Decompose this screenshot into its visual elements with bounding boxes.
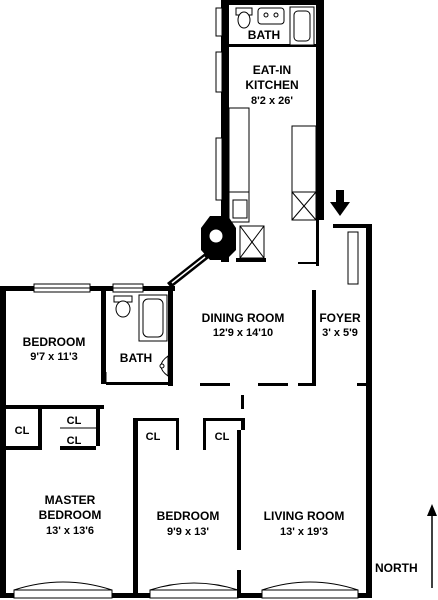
north-label: NORTH — [375, 561, 418, 575]
kitchen-walls — [221, 0, 324, 262]
kitchen-dims: 8'2 x 26' — [251, 95, 293, 107]
dining-label: DINING ROOM — [202, 311, 285, 325]
middle-bath-fixtures — [113, 294, 169, 377]
bedroom-nw-label: BEDROOM — [23, 335, 86, 349]
kitchen-label-line2: KITCHEN — [245, 78, 298, 92]
kitchen-windows — [215, 7, 223, 201]
south-windows — [13, 581, 359, 599]
foyer-dims: 3' x 5'9 — [322, 327, 358, 339]
living-dims: 13' x 19'3 — [280, 526, 328, 538]
interior-walls — [6, 236, 366, 598]
room-labels: BATH EAT-IN KITCHEN 8'2 x 26' DINING ROO… — [15, 28, 418, 575]
living-label: LIVING ROOM — [264, 509, 345, 523]
closet-label-4: CL — [146, 431, 161, 443]
bedroom-nw-dims: 9'7 x 11'3 — [30, 351, 77, 363]
master-label-line1: MASTER — [45, 493, 96, 507]
bathtub-icon — [138, 294, 168, 342]
foyer-label: FOYER — [319, 311, 361, 325]
closet-label-5: CL — [215, 431, 230, 443]
dining-dims: 12'9 x 14'10 — [213, 327, 273, 339]
closet-label-3: CL — [67, 435, 82, 447]
master-label-line2: BEDROOM — [39, 508, 102, 522]
fireplace-icon — [201, 216, 266, 262]
sink-icon — [159, 355, 169, 377]
stove-icon — [291, 191, 317, 221]
foyer-window — [347, 231, 359, 285]
bedroom-s-dims: 9'9 x 13' — [167, 526, 209, 538]
closet-label-2: CL — [67, 415, 82, 427]
bath-top-label: BATH — [248, 28, 280, 42]
north-arrow-icon — [427, 504, 437, 588]
toilet-icon — [235, 7, 253, 29]
outer-walls — [0, 224, 372, 598]
bathtub-icon — [289, 6, 315, 46]
kitchen-label-line1: EAT-IN — [253, 63, 291, 77]
bath-mid-label: BATH — [120, 351, 152, 365]
closet-label-1: CL — [15, 425, 30, 437]
bedroom-s-label: BEDROOM — [157, 509, 220, 523]
kitchen-fixtures — [228, 107, 317, 223]
master-dims: 13' x 13'6 — [46, 525, 94, 537]
bedroom-window-top — [33, 283, 144, 293]
toilet-icon — [113, 295, 133, 318]
sink-icon — [257, 7, 285, 25]
top-bath-fixtures — [235, 6, 315, 46]
diagonal-window — [167, 253, 209, 288]
entry-arrow-icon — [330, 190, 350, 216]
